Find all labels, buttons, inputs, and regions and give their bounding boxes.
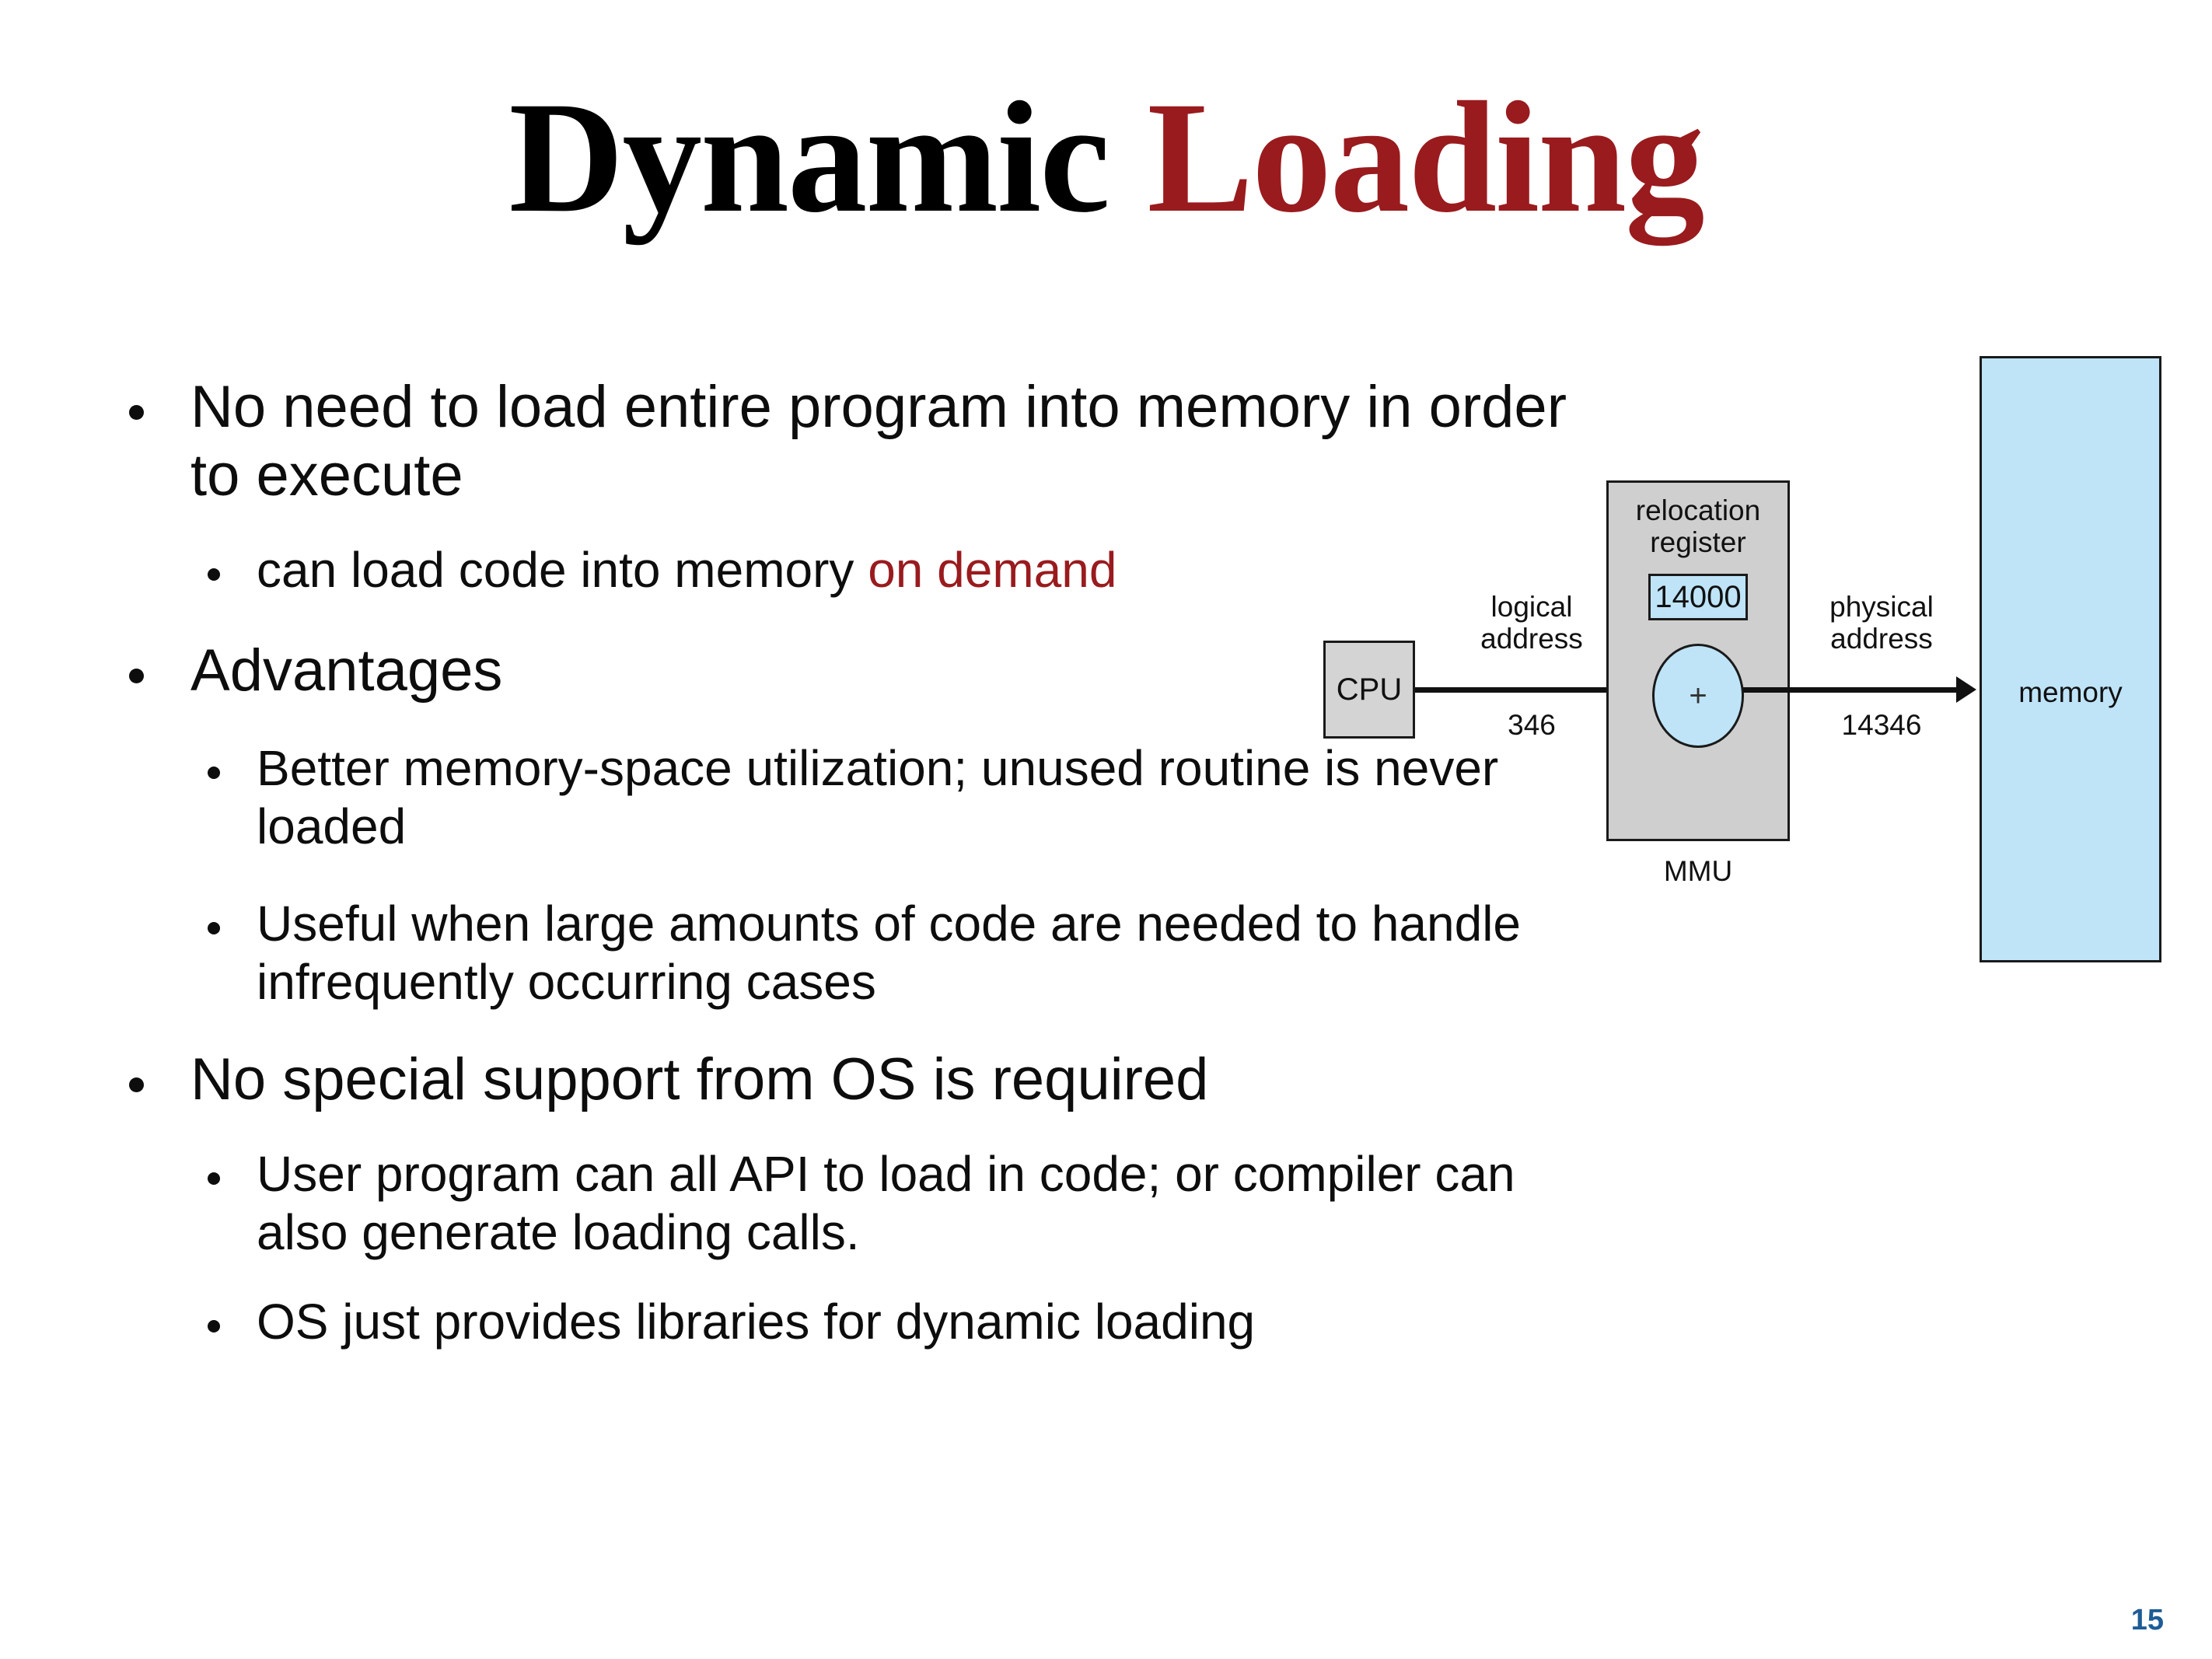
logical-address-label-line1: logical — [1490, 591, 1573, 623]
list-item: User program can all API to load in code… — [109, 1145, 1571, 1262]
list-item-label: User program can all API to load in code… — [257, 1146, 1515, 1260]
list-item-label: Better memory-space utilization; unused … — [257, 740, 1499, 855]
bullet-dot-icon — [129, 405, 144, 420]
cpu-box: CPU — [1323, 641, 1415, 739]
bullet-dot-icon — [208, 568, 220, 582]
mmu-relocation-diagram: CPU logical address 346 relocation regis… — [1314, 342, 2177, 980]
list-item-text-plain: can load code into memory — [257, 542, 868, 599]
list-item: No need to load entire program into memo… — [109, 373, 1571, 510]
logical-address-value: 346 — [1508, 709, 1556, 741]
title-part-red: Loading — [1147, 69, 1704, 246]
memory-label: memory — [2018, 676, 2123, 708]
title-part-black: Dynamic — [508, 69, 1110, 246]
physical-address-label-line1: physical — [1829, 591, 1934, 623]
list-item-label: Useful when large amounts of code are ne… — [257, 896, 1521, 1010]
cpu-label: CPU — [1336, 672, 1403, 707]
bullet-dot-icon — [208, 1172, 220, 1185]
list-item: Advantages — [109, 637, 1571, 705]
list-item-label: can load code into memory on demand — [257, 541, 1571, 599]
bullet-dot-icon — [208, 1319, 220, 1332]
relocation-register-value: 14000 — [1655, 579, 1742, 614]
physical-address-label: physical address — [1765, 591, 1998, 655]
list-item-text-accent: on demand — [868, 542, 1117, 599]
adder-node: + — [1652, 644, 1744, 748]
memory-box — [1980, 356, 2161, 962]
bullet-dot-icon — [129, 669, 144, 684]
list-item-label: No need to load entire program into memo… — [190, 374, 1567, 509]
bullet-dot-icon — [208, 767, 220, 780]
bullet-list: No need to load entire program into memo… — [109, 373, 1571, 1371]
logical-address-arrow-line — [1415, 687, 1658, 693]
logical-address-label-line2: address — [1480, 623, 1583, 655]
plus-icon: + — [1689, 678, 1707, 713]
page-number: 15 — [2130, 1604, 2164, 1636]
physical-address-value: 14346 — [1841, 709, 1922, 741]
physical-address-label-line2: address — [1830, 623, 1933, 655]
list-item: can load code into memory on demand — [109, 541, 1571, 599]
list-item: OS just provides libraries for dynamic l… — [109, 1293, 1571, 1351]
relocation-register-label-line1: relocation — [1635, 494, 1761, 526]
list-item: Useful when large amounts of code are ne… — [109, 895, 1571, 1011]
list-item-label: OS just provides libraries for dynamic l… — [257, 1293, 1256, 1350]
relocation-register-label-line2: register — [1650, 526, 1746, 559]
relocation-register-value-box: 14000 — [1648, 574, 1748, 620]
physical-address-arrow-head-icon — [1956, 676, 1976, 703]
relocation-register-label: relocation register — [1606, 494, 1790, 559]
mmu-caption: MMU — [1663, 855, 1733, 887]
page-title: Dynamic Loading — [0, 78, 2212, 237]
list-item-label: No special support from OS is required — [190, 1046, 1209, 1112]
list-item: Better memory-space utilization; unused … — [109, 739, 1571, 856]
logical-address-label: logical address — [1431, 591, 1633, 655]
bullet-dot-icon — [129, 1077, 144, 1092]
physical-address-arrow-line — [1743, 687, 1961, 693]
bullet-dot-icon — [208, 922, 220, 935]
list-item-label: Advantages — [190, 637, 503, 704]
list-item: No special support from OS is required — [109, 1046, 1571, 1114]
